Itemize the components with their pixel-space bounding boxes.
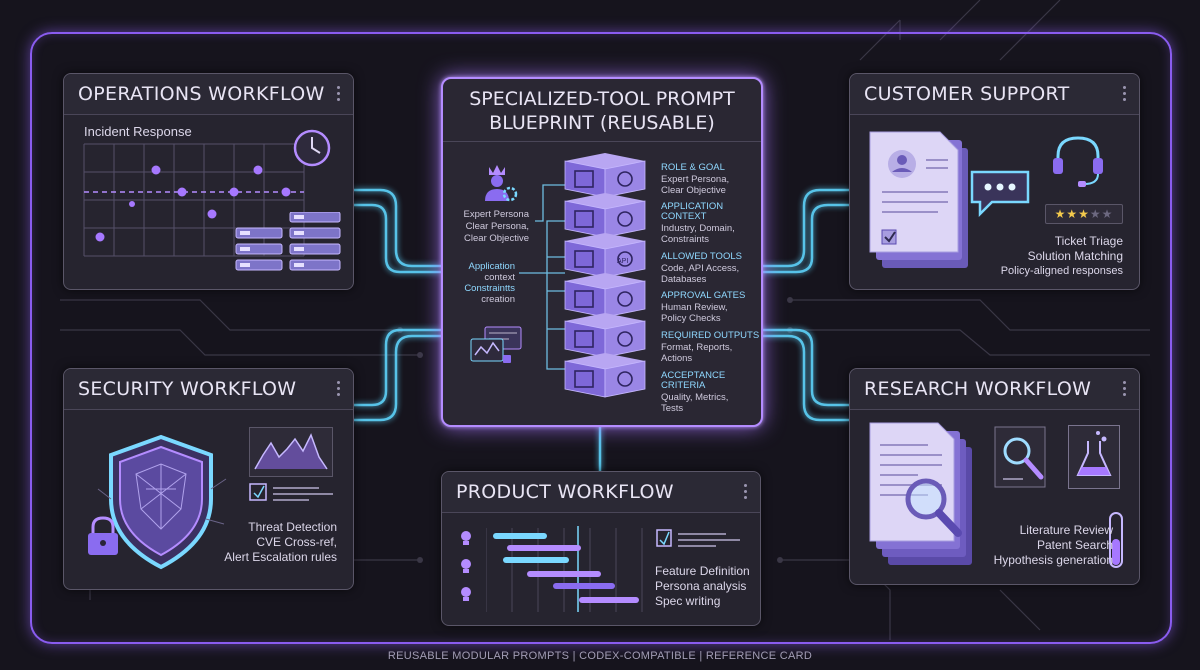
left-mid-line-4: creation (481, 294, 515, 305)
block-2-label: APPLICATION (661, 201, 724, 212)
product-line-1: Feature Definition (655, 564, 750, 578)
block-2-label-2: CONTEXT (661, 211, 707, 222)
blueprint-card[interactable]: SPECIALIZED-TOOL PROMPT BLUEPRINT (REUSA… (441, 77, 763, 427)
persona-gear-icon (485, 165, 518, 202)
left-mid-line-2: context (484, 272, 515, 283)
block-5-detail-2: Actions (661, 353, 693, 364)
area-chart-icon (249, 427, 333, 477)
block-5-report-icon (564, 313, 646, 358)
security-header: SECURITY WORKFLOW (64, 369, 353, 410)
product-card[interactable]: PRODUCT WORKFLOW Feature Definition Pers… (441, 471, 761, 626)
headset-icon (1053, 136, 1103, 187)
blueprint-connectors (519, 184, 565, 370)
checklist-icon (249, 483, 333, 501)
blueprint-title-line-2: BLUEPRINT (REUSABLE) (489, 112, 715, 134)
product-line-2: Persona analysis (655, 579, 747, 593)
block-4-lock-check-icon (564, 273, 646, 318)
block-6-detail-1: Quality, Metrics, (661, 392, 729, 403)
product-title: PRODUCT WORKFLOW (456, 481, 674, 503)
block-1-detail-1: Expert Persona, (661, 174, 730, 185)
block-4-label: APPROVAL GATES (661, 290, 746, 301)
shield-icon (97, 434, 227, 570)
blueprint-divider (443, 141, 761, 142)
star-empty: ★★ (1089, 207, 1114, 221)
security-card[interactable]: SECURITY WORKFLOW Threat Detection CVE C… (63, 368, 354, 590)
block-1-gear-target-icon (564, 153, 646, 198)
block-3-label: ALLOWED TOOLS (661, 251, 742, 262)
operations-subtitle: Incident Response (84, 124, 192, 139)
star-rating-icon: ★★★★★ (1045, 204, 1123, 224)
security-line-2: CVE Cross-ref, (256, 535, 337, 549)
block-4-detail-2: Policy Checks (661, 313, 721, 324)
block-3-detail-2: Databases (661, 274, 707, 285)
more-options-icon[interactable] (337, 381, 341, 397)
outer-frame (30, 32, 1172, 644)
customer-support-title: CUSTOMER SUPPORT (864, 83, 1070, 105)
block-5-label: REQUIRED OUTPUTS (661, 330, 760, 341)
document-stack-icon (869, 131, 968, 268)
test-tube-icon (1109, 512, 1123, 568)
block-6-label: ACCEPTANCE (661, 370, 726, 381)
block-6-label-2: CRITERIA (661, 380, 706, 391)
operations-card[interactable]: OPERATIONS WORKFLOW Incident Response (63, 73, 354, 290)
block-2-detail-1: Industry, Domain, (661, 223, 735, 234)
block-3-detail-1: Code, API Access, (661, 263, 740, 274)
star-filled: ★★★ (1054, 207, 1090, 221)
incident-chart (83, 143, 305, 257)
security-title: SECURITY WORKFLOW (78, 378, 297, 400)
server-rack-icon (235, 212, 341, 271)
more-options-icon[interactable] (1123, 381, 1127, 397)
more-options-icon[interactable] (337, 86, 341, 102)
chat-bubble-icon (970, 170, 1030, 218)
left-top-line-3: Clear Objective (464, 233, 529, 244)
magnifier-icon (994, 426, 1046, 488)
blueprint-title: SPECIALIZED-TOOL PROMPT BLUEPRINT (REUSA… (443, 87, 761, 135)
product-header: PRODUCT WORKFLOW (442, 472, 760, 513)
lightbulb-icon (461, 531, 471, 601)
more-options-icon[interactable] (744, 484, 748, 500)
padlock-icon (88, 516, 118, 555)
api-label: API (617, 258, 628, 265)
blueprint-block-stack: API (564, 153, 646, 398)
operations-title: OPERATIONS WORKFLOW (78, 83, 325, 105)
block-4-detail-1: Human Review, (661, 302, 728, 313)
blueprint-title-line-1: SPECIALIZED-TOOL PROMPT (469, 88, 735, 110)
block-6-detail-2: Tests (661, 403, 684, 414)
gantt-chart-icon (486, 526, 643, 612)
block-6-checkmark-icon (564, 353, 646, 398)
left-top-line-2: Clear Persona, (465, 221, 529, 232)
left-mid-line-3: Constraintts (464, 283, 515, 294)
flask-icon (1068, 425, 1120, 489)
dashboard-window-icon (470, 326, 522, 363)
customer-line-1: Ticket Triage (1054, 234, 1123, 248)
block-5-detail-1: Format, Reports, (661, 342, 733, 353)
research-header: RESEARCH WORKFLOW (850, 369, 1139, 410)
block-1-label: ROLE & GOAL (661, 162, 725, 173)
left-top-line-1: Expert Persona (463, 209, 529, 220)
block-3-tools-icon: API (564, 233, 646, 278)
security-line-3: Alert Escalation rules (224, 550, 337, 564)
footer-caption: REUSABLE MODULAR PROMPTS | CODEX-COMPATI… (387, 650, 813, 662)
block-2-detail-2: Constraints (661, 234, 710, 245)
research-card[interactable]: RESEARCH WORKFLOW Literature Review Pate… (849, 368, 1140, 585)
block-2-map-icon (564, 193, 646, 238)
customer-line-2: Solution Matching (1027, 249, 1123, 263)
security-line-1: Threat Detection (248, 520, 337, 534)
more-options-icon[interactable] (1123, 86, 1127, 102)
operations-header: OPERATIONS WORKFLOW (64, 74, 353, 115)
customer-support-card[interactable]: CUSTOMER SUPPORT ★★★★★ Ticket Triage Sol… (849, 73, 1140, 290)
left-mid-line-1: Application (468, 261, 515, 272)
customer-support-header: CUSTOMER SUPPORT (850, 74, 1139, 115)
research-line-1: Literature Review (1019, 523, 1113, 537)
research-line-2: Patent Search (1036, 538, 1113, 552)
block-1-detail-2: Clear Objective (661, 185, 726, 196)
research-title: RESEARCH WORKFLOW (864, 378, 1092, 400)
customer-line-3: Policy-aligned responses (1000, 265, 1123, 277)
clock-icon (293, 129, 331, 167)
document-stack-icon (869, 422, 972, 565)
research-line-3: Hypothesis generation (993, 553, 1113, 567)
product-line-3: Spec writing (655, 594, 721, 608)
checklist-icon (656, 529, 740, 547)
